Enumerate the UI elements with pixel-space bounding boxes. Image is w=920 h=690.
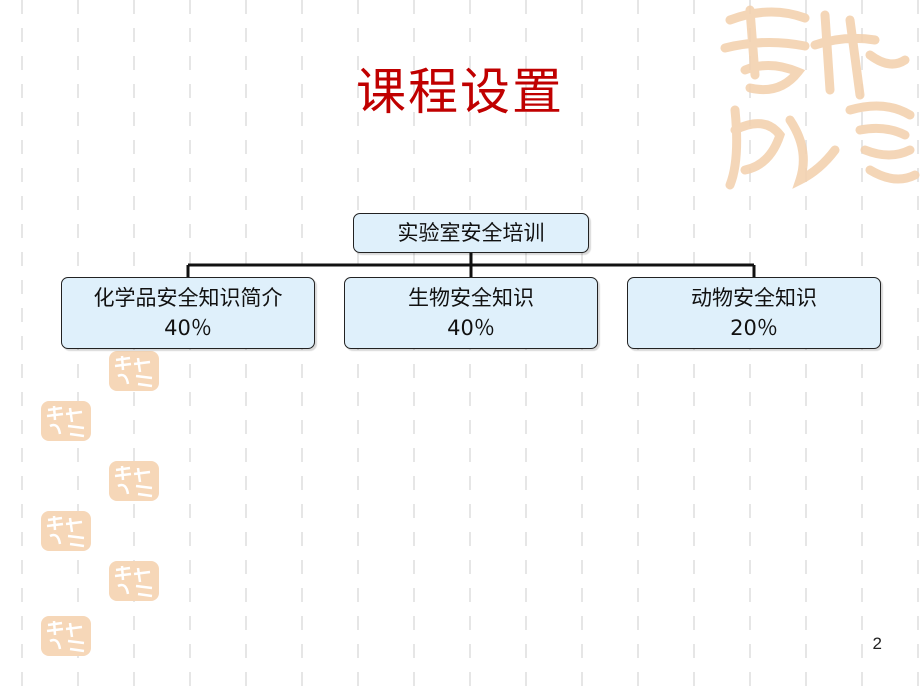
seal-stamp <box>41 401 91 441</box>
seal-stamp <box>41 511 91 551</box>
seal-stamp <box>109 461 159 501</box>
root-node-label: 实验室安全培训 <box>397 221 545 245</box>
child-node-biological[interactable]: 生物安全知识 40％ <box>344 277 598 349</box>
page-number: 2 <box>872 634 882 653</box>
child-node-label: 生物安全知识 <box>408 286 534 310</box>
seal-stamp <box>109 351 159 391</box>
large-seal-watermark <box>720 5 920 190</box>
seal-stamp <box>109 561 159 601</box>
root-node[interactable]: 实验室安全培训 <box>353 213 589 253</box>
child-node-label: 动物安全知识 <box>691 286 817 310</box>
child-node-percent: 40％ <box>447 316 495 340</box>
seal-stamp <box>41 616 91 656</box>
child-node-percent: 20％ <box>730 316 778 340</box>
child-node-percent: 40％ <box>164 316 212 340</box>
child-node-animal[interactable]: 动物安全知识 20％ <box>627 277 881 349</box>
child-node-label: 化学品安全知识简介 <box>93 286 283 310</box>
slide-title: 课程设置 <box>356 63 564 121</box>
child-node-chemical[interactable]: 化学品安全知识简介 40％ <box>61 277 315 349</box>
